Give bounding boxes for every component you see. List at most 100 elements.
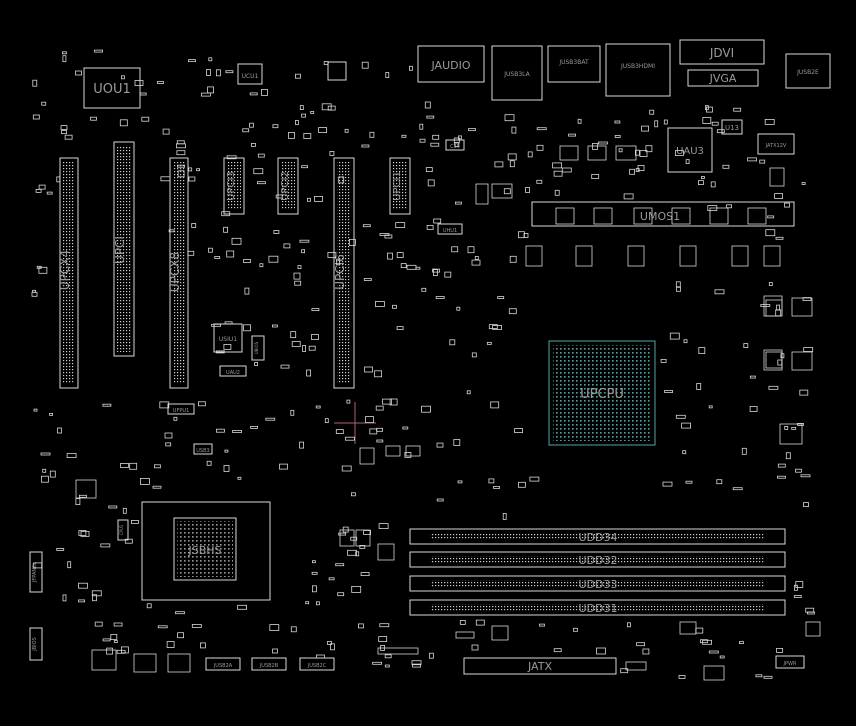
dimm-udd32-pins bbox=[430, 556, 765, 563]
dimm-udd33[interactable] bbox=[409, 575, 786, 592]
passive bbox=[35, 188, 42, 193]
pch-chip[interactable] bbox=[173, 517, 237, 581]
passive bbox=[291, 341, 301, 347]
passive bbox=[710, 181, 716, 188]
passive bbox=[79, 494, 87, 498]
u13-chip[interactable] bbox=[721, 119, 743, 135]
passive bbox=[351, 586, 362, 593]
jfpanel-header[interactable] bbox=[29, 551, 43, 593]
jpwr-connector[interactable] bbox=[775, 655, 805, 669]
passive bbox=[635, 168, 640, 172]
ufpu1-chip[interactable] bbox=[167, 403, 195, 415]
passive bbox=[290, 331, 297, 339]
passive bbox=[711, 121, 719, 126]
passive bbox=[780, 353, 785, 359]
passive bbox=[375, 405, 384, 411]
pch-outline[interactable] bbox=[141, 501, 271, 601]
passive bbox=[226, 250, 235, 258]
passive bbox=[360, 572, 370, 576]
passive bbox=[269, 624, 280, 631]
jbios-label: JBIOS bbox=[32, 637, 38, 652]
usb3-label: USB3 bbox=[196, 448, 209, 454]
passive bbox=[396, 252, 404, 259]
passive bbox=[363, 278, 372, 281]
passive bbox=[257, 153, 265, 158]
jusb-right-connector[interactable] bbox=[785, 53, 831, 89]
passive bbox=[378, 636, 388, 642]
ucu1-chip[interactable] bbox=[237, 63, 263, 85]
dimm-udd32[interactable] bbox=[409, 551, 786, 568]
passive bbox=[511, 126, 517, 134]
usb3-chip[interactable] bbox=[193, 443, 213, 455]
component bbox=[703, 665, 725, 681]
cpu1-part[interactable] bbox=[117, 519, 129, 541]
upci2-slot[interactable] bbox=[277, 157, 299, 215]
passive bbox=[328, 577, 335, 581]
jvga-connector[interactable] bbox=[687, 69, 759, 87]
component bbox=[167, 653, 191, 673]
passive bbox=[323, 61, 329, 65]
passive bbox=[637, 165, 645, 171]
passive bbox=[106, 647, 113, 655]
passive bbox=[231, 237, 242, 245]
jusb3-pair-connector[interactable] bbox=[547, 45, 601, 83]
jusb-a-header[interactable] bbox=[205, 657, 241, 671]
passive bbox=[714, 289, 725, 295]
passive bbox=[275, 194, 283, 199]
upci3-slot[interactable] bbox=[223, 157, 245, 215]
passive bbox=[759, 159, 766, 164]
passive bbox=[683, 339, 688, 344]
upcx4-slot[interactable] bbox=[59, 157, 79, 389]
upci-slot[interactable] bbox=[113, 141, 135, 357]
jbios-header[interactable] bbox=[29, 627, 43, 661]
jatx12v-connector[interactable] bbox=[757, 133, 795, 155]
jaudio-connector[interactable] bbox=[417, 45, 485, 83]
passive bbox=[553, 648, 562, 653]
passive bbox=[444, 271, 452, 278]
passive bbox=[271, 324, 278, 328]
passive bbox=[793, 595, 802, 598]
passive bbox=[294, 120, 299, 125]
passive bbox=[436, 442, 444, 448]
passive bbox=[121, 75, 125, 80]
dimm-udd31[interactable] bbox=[409, 599, 786, 616]
upcx8-slot[interactable] bbox=[169, 157, 189, 389]
passive bbox=[636, 642, 645, 647]
upci1-slot[interactable] bbox=[389, 157, 411, 215]
umos-bank[interactable] bbox=[531, 201, 795, 227]
uau3-chip[interactable] bbox=[667, 127, 713, 173]
uhu1-chip[interactable] bbox=[437, 223, 463, 235]
passive bbox=[529, 476, 540, 482]
chip-near-ucu1[interactable] bbox=[327, 61, 347, 81]
passive bbox=[618, 148, 623, 153]
passive bbox=[404, 451, 412, 458]
upci6-slot[interactable] bbox=[333, 157, 355, 389]
passive bbox=[577, 118, 582, 124]
passive bbox=[568, 133, 576, 137]
passive bbox=[329, 643, 335, 651]
c35-part[interactable] bbox=[445, 139, 465, 151]
passive bbox=[695, 627, 704, 634]
usiu1-label: USIU1 bbox=[219, 336, 237, 343]
passive bbox=[732, 487, 743, 491]
passive bbox=[698, 180, 704, 186]
passive bbox=[384, 654, 392, 659]
passive bbox=[378, 523, 389, 529]
jatx-connector[interactable] bbox=[463, 657, 617, 675]
passive bbox=[321, 103, 332, 111]
ubios-chip[interactable] bbox=[251, 335, 265, 361]
jusb-b-header[interactable] bbox=[251, 657, 287, 671]
passive bbox=[701, 176, 705, 179]
jusb-combo-connector[interactable] bbox=[605, 43, 671, 97]
uou1-chip[interactable] bbox=[83, 67, 141, 109]
cpu-socket[interactable] bbox=[548, 340, 656, 446]
upci-label: UPCI bbox=[113, 236, 127, 264]
passive bbox=[110, 634, 118, 640]
uau2-chip[interactable] bbox=[219, 365, 247, 377]
dimm-udd34[interactable] bbox=[409, 528, 786, 545]
passive bbox=[113, 622, 123, 627]
jdvi-connector[interactable] bbox=[679, 39, 765, 65]
jusb3-lan-connector[interactable] bbox=[491, 45, 543, 101]
component bbox=[405, 445, 421, 457]
passive bbox=[639, 150, 648, 158]
